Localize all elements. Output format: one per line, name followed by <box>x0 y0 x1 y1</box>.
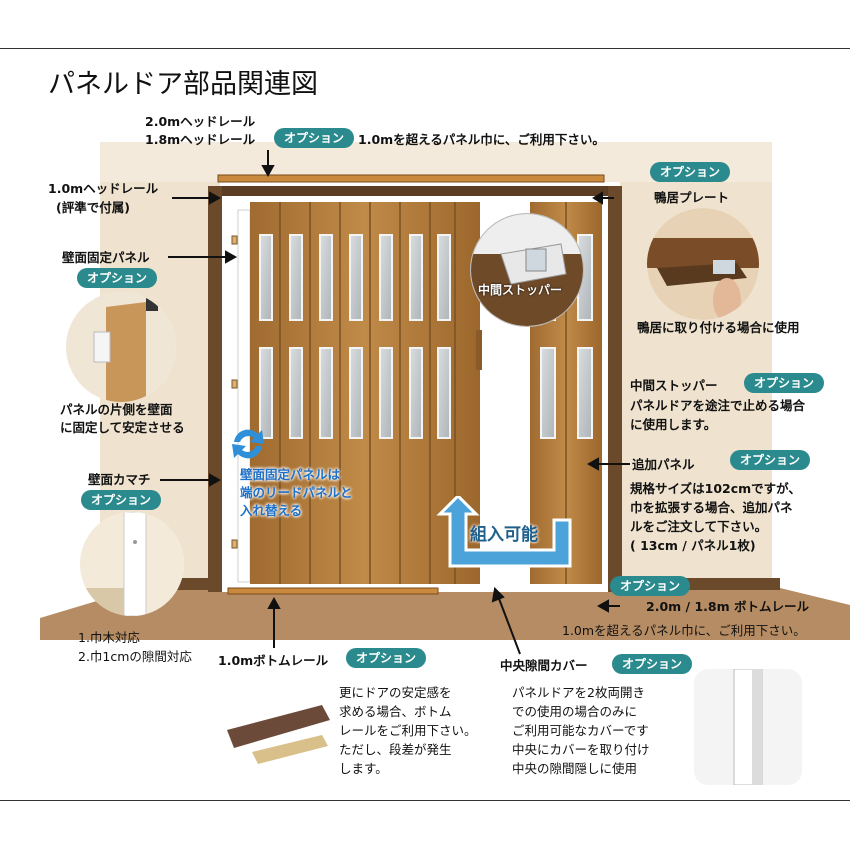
head-rail-10-note: (評準で付属) <box>56 200 130 215</box>
kamoi-option-badge: オプション <box>650 162 731 182</box>
add-panel-desc-2: 巾を拡張する場合、追加パネ <box>630 500 793 515</box>
add-panel-desc-3: ルをご注文して下さい。 <box>630 519 768 534</box>
head-rail-note: 1.0mを超えるパネル巾に、ご利用下さい。 <box>358 132 605 147</box>
floor <box>40 588 850 640</box>
bottom-rule <box>0 800 850 801</box>
assemble-arrow <box>436 496 572 568</box>
bottom-rail-2018-label: 2.0m / 1.8m ボトムレール <box>646 599 809 614</box>
head-rail-part <box>217 174 605 183</box>
kamoi-desc: 鴨居に取り付ける場合に使用 <box>637 320 800 335</box>
assemble-label: 組入可能 <box>470 525 538 545</box>
bottom-rail-part <box>227 587 439 595</box>
wall-kamachi-option-badge: オプション <box>81 490 162 510</box>
wall-panel-desc-2: に固定して安定させる <box>60 420 185 435</box>
add-panel-desc-4: ( 13cm / パネル1枚) <box>630 538 756 553</box>
bottom-desc-2: 求める場合、ボトム <box>339 704 452 719</box>
wall-panel-desc-1: パネルの片側を壁面 <box>60 402 173 417</box>
bottom-desc-4: ただし、段差が発生 <box>339 742 452 757</box>
kamoi-photo <box>647 208 759 320</box>
head-rail-10-label: 1.0mヘッドレール <box>48 181 159 196</box>
frame-right <box>608 186 622 592</box>
bottom-desc-3: レールをご利用下さい。 <box>339 723 477 738</box>
stopper-photo-label: 中間ストッパー <box>478 283 563 297</box>
kamachi-note-2: 2.巾1cmの隙間対応 <box>78 649 192 664</box>
stopper-label: 中間ストッパー <box>630 378 718 393</box>
head-rail-20-label: 2.0mヘッドレール <box>145 114 256 129</box>
center-desc-5: 中央の隙間隠しに使用 <box>512 761 638 776</box>
frame-left <box>208 186 222 592</box>
bottom-rail-note: 1.0mを超えるパネル巾に、ご利用下さい。 <box>562 623 806 638</box>
stopper-desc-2: に使用します。 <box>630 417 717 432</box>
add-panel-desc-1: 規格サイズは102cmですが、 <box>630 481 801 496</box>
stopper-photo <box>470 213 584 327</box>
bottom-rail-10-option-badge: オプション <box>346 648 427 668</box>
center-desc-1: パネルドアを2枚両開き <box>512 685 645 700</box>
stopper-desc-1: パネルドアを途注で止める場合 <box>630 398 806 413</box>
top-rule <box>0 48 850 49</box>
bottom-rail-photo <box>222 680 334 792</box>
add-panel-label: 追加パネル <box>632 457 695 472</box>
page-title: パネルドア部品関連図 <box>48 69 318 100</box>
kamachi-photo <box>80 512 184 616</box>
center-desc-3: ご利用可能なカバーです <box>512 723 649 738</box>
head-rail-option-badge: オプション <box>274 128 355 148</box>
wall-panel-option-badge: オプション <box>77 268 158 288</box>
wall-panel-label: 壁面固定パネル <box>62 250 150 265</box>
wall-panel-photo <box>66 292 176 402</box>
add-panel-option-badge: オプション <box>730 450 811 470</box>
bottom-desc-1: 更にドアの安定感を <box>339 685 452 700</box>
head-rail-18-label: 1.8mヘッドレール <box>145 132 256 147</box>
swap-arrows-icon <box>232 429 264 459</box>
folded-panels <box>250 202 482 584</box>
room-scene <box>40 96 850 640</box>
center-desc-4: 中央にカバーを取り付け <box>512 742 650 757</box>
center-cover-option-badge: オプション <box>612 654 693 674</box>
stopper-option-badge: オプション <box>744 373 825 393</box>
kamachi-note-1: 1.巾木対応 <box>78 630 140 645</box>
center-desc-2: での使用の場合のみに <box>512 704 638 719</box>
center-cover-label: 中央隙間カバー <box>500 658 588 673</box>
bottom-rail-2018-option-badge: オプション <box>610 576 691 596</box>
center-cover-photo <box>694 669 802 785</box>
kamoi-plate-label: 鴨居プレート <box>654 190 730 205</box>
wall-kamachi-label: 壁面カマチ <box>88 472 151 487</box>
bottom-desc-5: します。 <box>339 761 388 776</box>
frame-top <box>208 186 622 196</box>
bottom-rail-10-label: 1.0mボトムレール <box>218 653 329 668</box>
swap-note: 壁面固定パネルは 端のリードパネルと 入れ替える <box>240 467 353 518</box>
